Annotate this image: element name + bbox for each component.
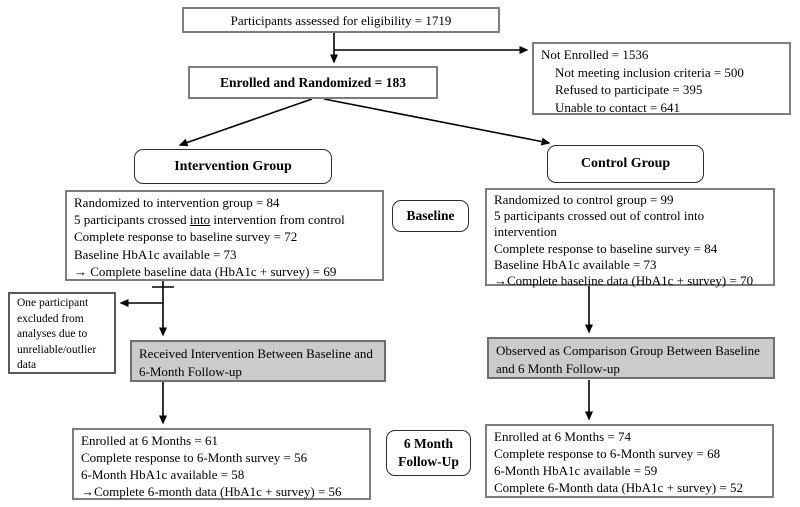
control-group-label: Control Group — [580, 156, 671, 171]
enrolled-box: Enrolled and Randomized = 183 — [188, 66, 438, 99]
control-baseline-line: →Complete baseline data (HbA1c + survey)… — [494, 273, 754, 289]
not-enrolled-box: Not Enrolled = 1536 Not meeting inclusio… — [532, 42, 791, 115]
not-enrolled-line: Unable to contact = 641 — [555, 99, 681, 115]
not-enrolled-line: Refused to participate = 395 — [555, 82, 703, 97]
intervention-period-text: Received Intervention Between Baseline a… — [139, 346, 373, 379]
control-followup-line: Complete response to 6-Month survey = 68 — [494, 446, 721, 461]
followup-stage-label-box: 6 Month Follow-Up — [386, 430, 471, 476]
intervention-group-label: Intervention Group — [174, 158, 292, 174]
intervention-baseline-box: Randomized to intervention group = 84 5 … — [65, 190, 384, 281]
enrolled-text: Enrolled and Randomized = 183 — [220, 75, 406, 90]
intervention-period-box: Received Intervention Between Baseline a… — [130, 340, 386, 382]
crossover-text-post: intervention from control — [210, 212, 345, 228]
intervention-group-box: Intervention Group — [134, 149, 332, 184]
control-baseline-line: Baseline HbA1c available = 73 — [494, 256, 657, 272]
arrow-enrolled-to-intervention-group — [178, 98, 313, 147]
intervention-followup-line: Enrolled at 6 Months = 61 — [81, 433, 218, 448]
exclusion-note-box: One participant excluded from analyses d… — [8, 292, 116, 374]
control-followup-line: 6-Month HbA1c available = 59 — [494, 463, 658, 478]
exclusion-note-text: One participant excluded from analyses d… — [17, 297, 97, 371]
intervention-followup-line: Complete response to 6-Month survey = 56 — [81, 450, 308, 465]
intervention-baseline-line: Randomized to intervention group = 84 — [74, 195, 280, 210]
control-baseline-line: 5 participants crossed out of control in… — [494, 208, 705, 240]
intervention-baseline-line: → Complete baseline data (HbA1c + survey… — [74, 263, 337, 279]
baseline-stage-label: Baseline — [406, 208, 455, 223]
control-followup-box: Enrolled at 6 Months = 74 Complete respo… — [485, 424, 774, 498]
intervention-followup-line: →Complete 6-month data (HbA1c + survey) … — [81, 484, 342, 499]
control-followup-line: Complete 6-Month data (HbA1c + survey) =… — [494, 480, 743, 495]
followup-stage-label-line1: 6 Month — [403, 436, 454, 451]
control-baseline-box: Randomized to control group = 99 5 parti… — [485, 188, 775, 289]
arrow-enrolled-to-control-group — [323, 98, 551, 146]
intervention-baseline-line: 5 participants crossed into intervention… — [74, 211, 375, 228]
control-period-text: Observed as Comparison Group Between Bas… — [496, 343, 760, 376]
baseline-stage-label-box: Baseline — [392, 200, 469, 232]
intervention-baseline-line: Complete response to baseline survey = 7… — [74, 229, 298, 245]
control-baseline-line: Randomized to control group = 99 — [494, 192, 674, 207]
control-followup-line: Enrolled at 6 Months = 74 — [494, 429, 631, 444]
followup-stage-label-line2: Follow-Up — [398, 454, 459, 469]
control-period-box: Observed as Comparison Group Between Bas… — [487, 337, 775, 379]
crossover-text-underlined: into — [189, 212, 211, 228]
intervention-followup-line: 6-Month HbA1c available = 58 — [81, 467, 245, 482]
not-enrolled-line: Not meeting inclusion criteria = 500 — [555, 64, 744, 80]
eligibility-text: Participants assessed for eligibility = … — [230, 12, 452, 28]
intervention-baseline-line: Baseline HbA1c available = 73 — [74, 246, 237, 262]
eligibility-box: Participants assessed for eligibility = … — [182, 7, 500, 33]
control-group-box: Control Group — [547, 145, 704, 183]
not-enrolled-line: Not Enrolled = 1536 — [541, 47, 649, 62]
intervention-followup-box: Enrolled at 6 Months = 61 Complete respo… — [72, 428, 371, 500]
crossover-text-pre: 5 participants crossed — [74, 212, 190, 228]
control-baseline-line: Complete response to baseline survey = 8… — [494, 240, 718, 256]
